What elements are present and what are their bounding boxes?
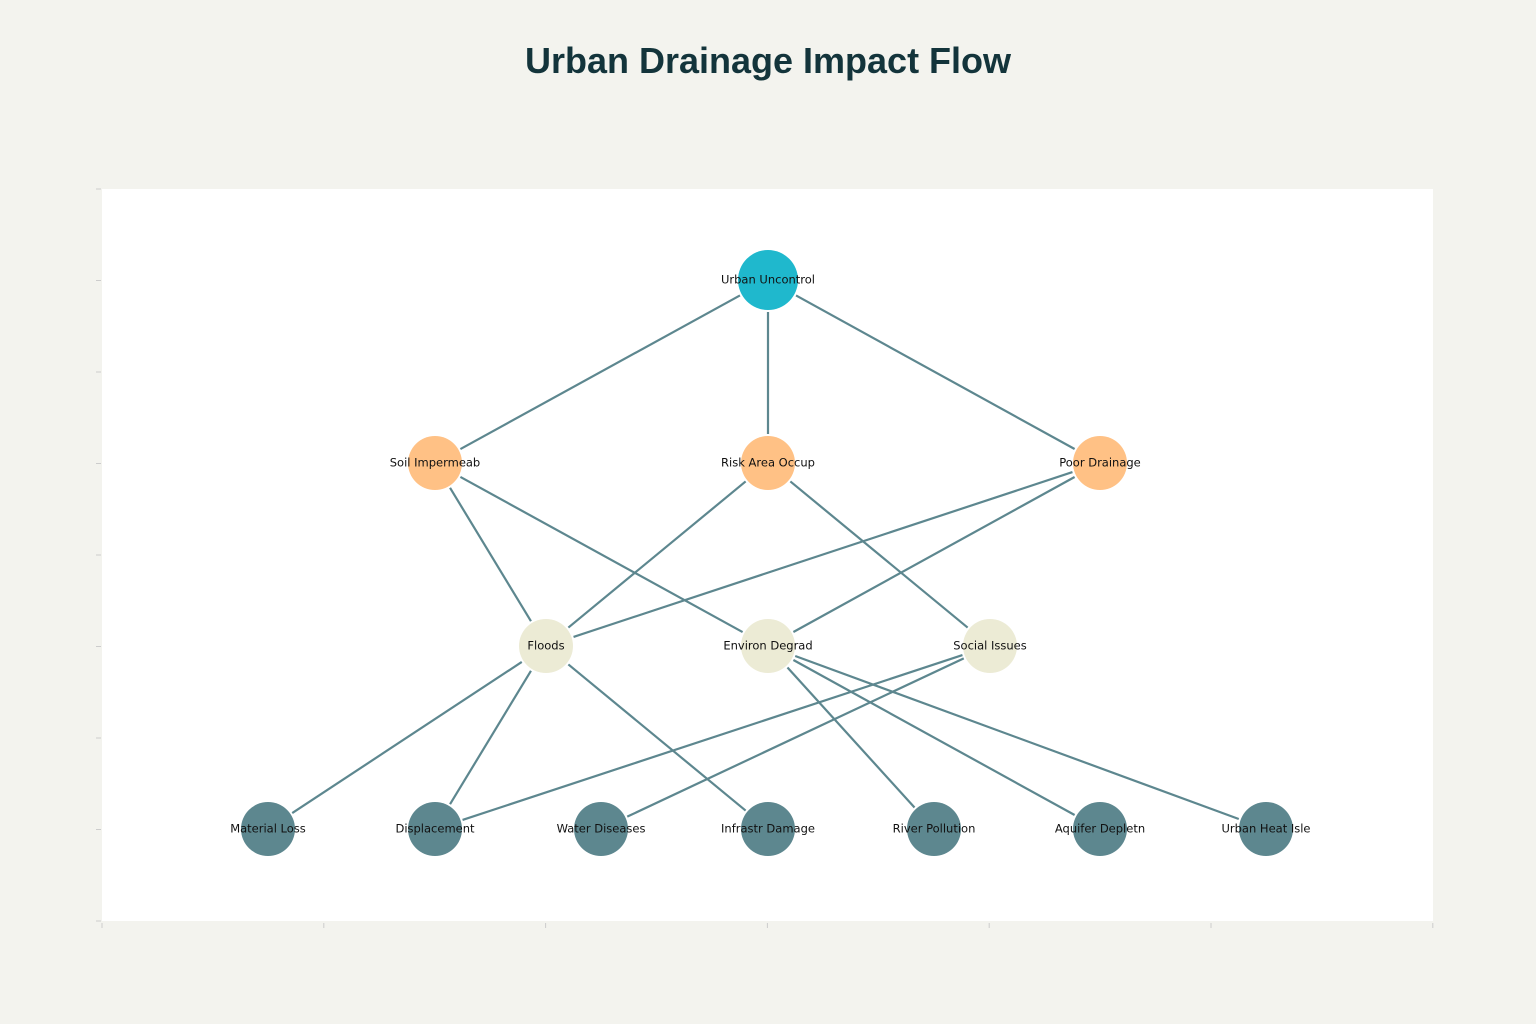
- node-circle[interactable]: [241, 802, 295, 856]
- node-label: Social Issues: [953, 639, 1026, 653]
- axis-ticks: [96, 188, 1434, 928]
- node-circle[interactable]: [519, 619, 573, 673]
- node-label: Infrastr Damage: [721, 822, 815, 836]
- node-circle[interactable]: [1073, 802, 1127, 856]
- edge-soil-floods: [449, 487, 532, 622]
- edge-social-displacement: [462, 654, 963, 821]
- edge-floods-material: [291, 661, 523, 814]
- node-risk[interactable]: Risk Area Occup: [721, 436, 815, 490]
- node-soil[interactable]: Soil Impermeab: [390, 436, 481, 490]
- edge-environ-river: [786, 666, 916, 809]
- node-label: Water Diseases: [557, 822, 646, 836]
- node-circle[interactable]: [741, 802, 795, 856]
- node-circle[interactable]: [574, 802, 628, 856]
- node-label: Aquifer Depletn: [1055, 822, 1145, 836]
- node-label: Floods: [527, 639, 564, 653]
- node-river[interactable]: River Pollution: [893, 802, 976, 856]
- node-environ[interactable]: Environ Degrad: [723, 619, 813, 673]
- node-circle[interactable]: [741, 436, 795, 490]
- node-urban[interactable]: Urban Uncontrol: [721, 250, 815, 310]
- edge-poor-floods: [573, 471, 1073, 638]
- edge-poor-environ: [792, 476, 1076, 633]
- edge-risk-floods: [567, 480, 747, 629]
- node-label: Environ Degrad: [723, 639, 812, 653]
- edge-urban-poor: [795, 294, 1076, 450]
- node-circle[interactable]: [1239, 802, 1293, 856]
- node-floods[interactable]: Floods: [519, 619, 573, 673]
- node-label: Poor Drainage: [1059, 456, 1141, 470]
- node-social[interactable]: Social Issues: [953, 619, 1027, 673]
- node-circle[interactable]: [738, 250, 798, 310]
- node-circle[interactable]: [408, 802, 462, 856]
- edges: [291, 294, 1240, 821]
- node-circle[interactable]: [907, 802, 961, 856]
- node-circle[interactable]: [1073, 436, 1127, 490]
- edge-floods-displacement: [449, 670, 532, 805]
- node-circle[interactable]: [408, 436, 462, 490]
- chart-title: Urban Drainage Impact Flow: [524, 40, 1012, 81]
- node-circle[interactable]: [741, 619, 795, 673]
- node-label: Urban Uncontrol: [721, 273, 815, 287]
- node-circle[interactable]: [963, 619, 1017, 673]
- node-label: Displacement: [395, 822, 475, 836]
- node-water[interactable]: Water Diseases: [557, 802, 646, 856]
- node-displacement[interactable]: Displacement: [395, 802, 475, 856]
- node-aquifer[interactable]: Aquifer Depletn: [1055, 802, 1145, 856]
- edge-environ-heat: [794, 654, 1240, 821]
- edge-floods-infra: [567, 663, 747, 812]
- node-poor[interactable]: Poor Drainage: [1059, 436, 1141, 490]
- node-material[interactable]: Material Loss: [230, 802, 306, 856]
- node-infra[interactable]: Infrastr Damage: [721, 802, 815, 856]
- edge-environ-aquifer: [792, 659, 1076, 816]
- node-label: River Pollution: [893, 822, 976, 836]
- edge-soil-environ: [459, 476, 744, 633]
- edge-urban-soil: [459, 294, 741, 450]
- node-label: Risk Area Occup: [721, 456, 815, 470]
- edge-social-water: [626, 657, 965, 818]
- plot-area: [102, 189, 1433, 921]
- edge-risk-social: [789, 480, 969, 629]
- node-label: Soil Impermeab: [390, 456, 481, 470]
- node-heat[interactable]: Urban Heat Isle: [1221, 802, 1311, 856]
- node-label: Material Loss: [230, 822, 306, 836]
- node-label: Urban Heat Isle: [1221, 822, 1310, 836]
